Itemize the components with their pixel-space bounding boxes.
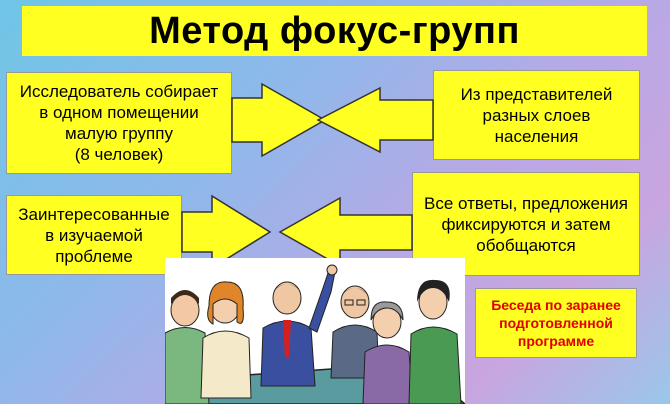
box-researcher-gathers-group: Исследователь собирает в одном помещении… (6, 72, 232, 174)
arrow-left-top (316, 86, 434, 154)
box-interested-text: Заинтересованные в изучаемой проблеме (18, 204, 170, 266)
page-title: Метод фокус-групп (149, 9, 520, 52)
cartoon-image (165, 264, 465, 404)
box-interested: Заинтересованные в изучаемой проблеме (6, 195, 182, 275)
box-representatives-text: Из представителей разных слоев населения (460, 84, 613, 146)
box-answers-text: Все ответы, предложения фиксируются и за… (423, 193, 629, 255)
box-researcher-text: Исследователь собирает в одном помещении… (19, 82, 219, 164)
arrow-left-bottom (278, 196, 413, 268)
note-box: Беседа по заранее подготовленной програм… (475, 288, 637, 358)
box-representatives: Из представителей разных слоев населения (433, 70, 640, 160)
note-text: Беседа по заранее подготовленной програм… (491, 297, 621, 349)
title-banner: Метод фокус-групп (22, 6, 647, 56)
arrow-right-top (231, 82, 327, 158)
arrow-right-bottom (181, 194, 272, 270)
people-at-table-illustration (165, 258, 465, 404)
